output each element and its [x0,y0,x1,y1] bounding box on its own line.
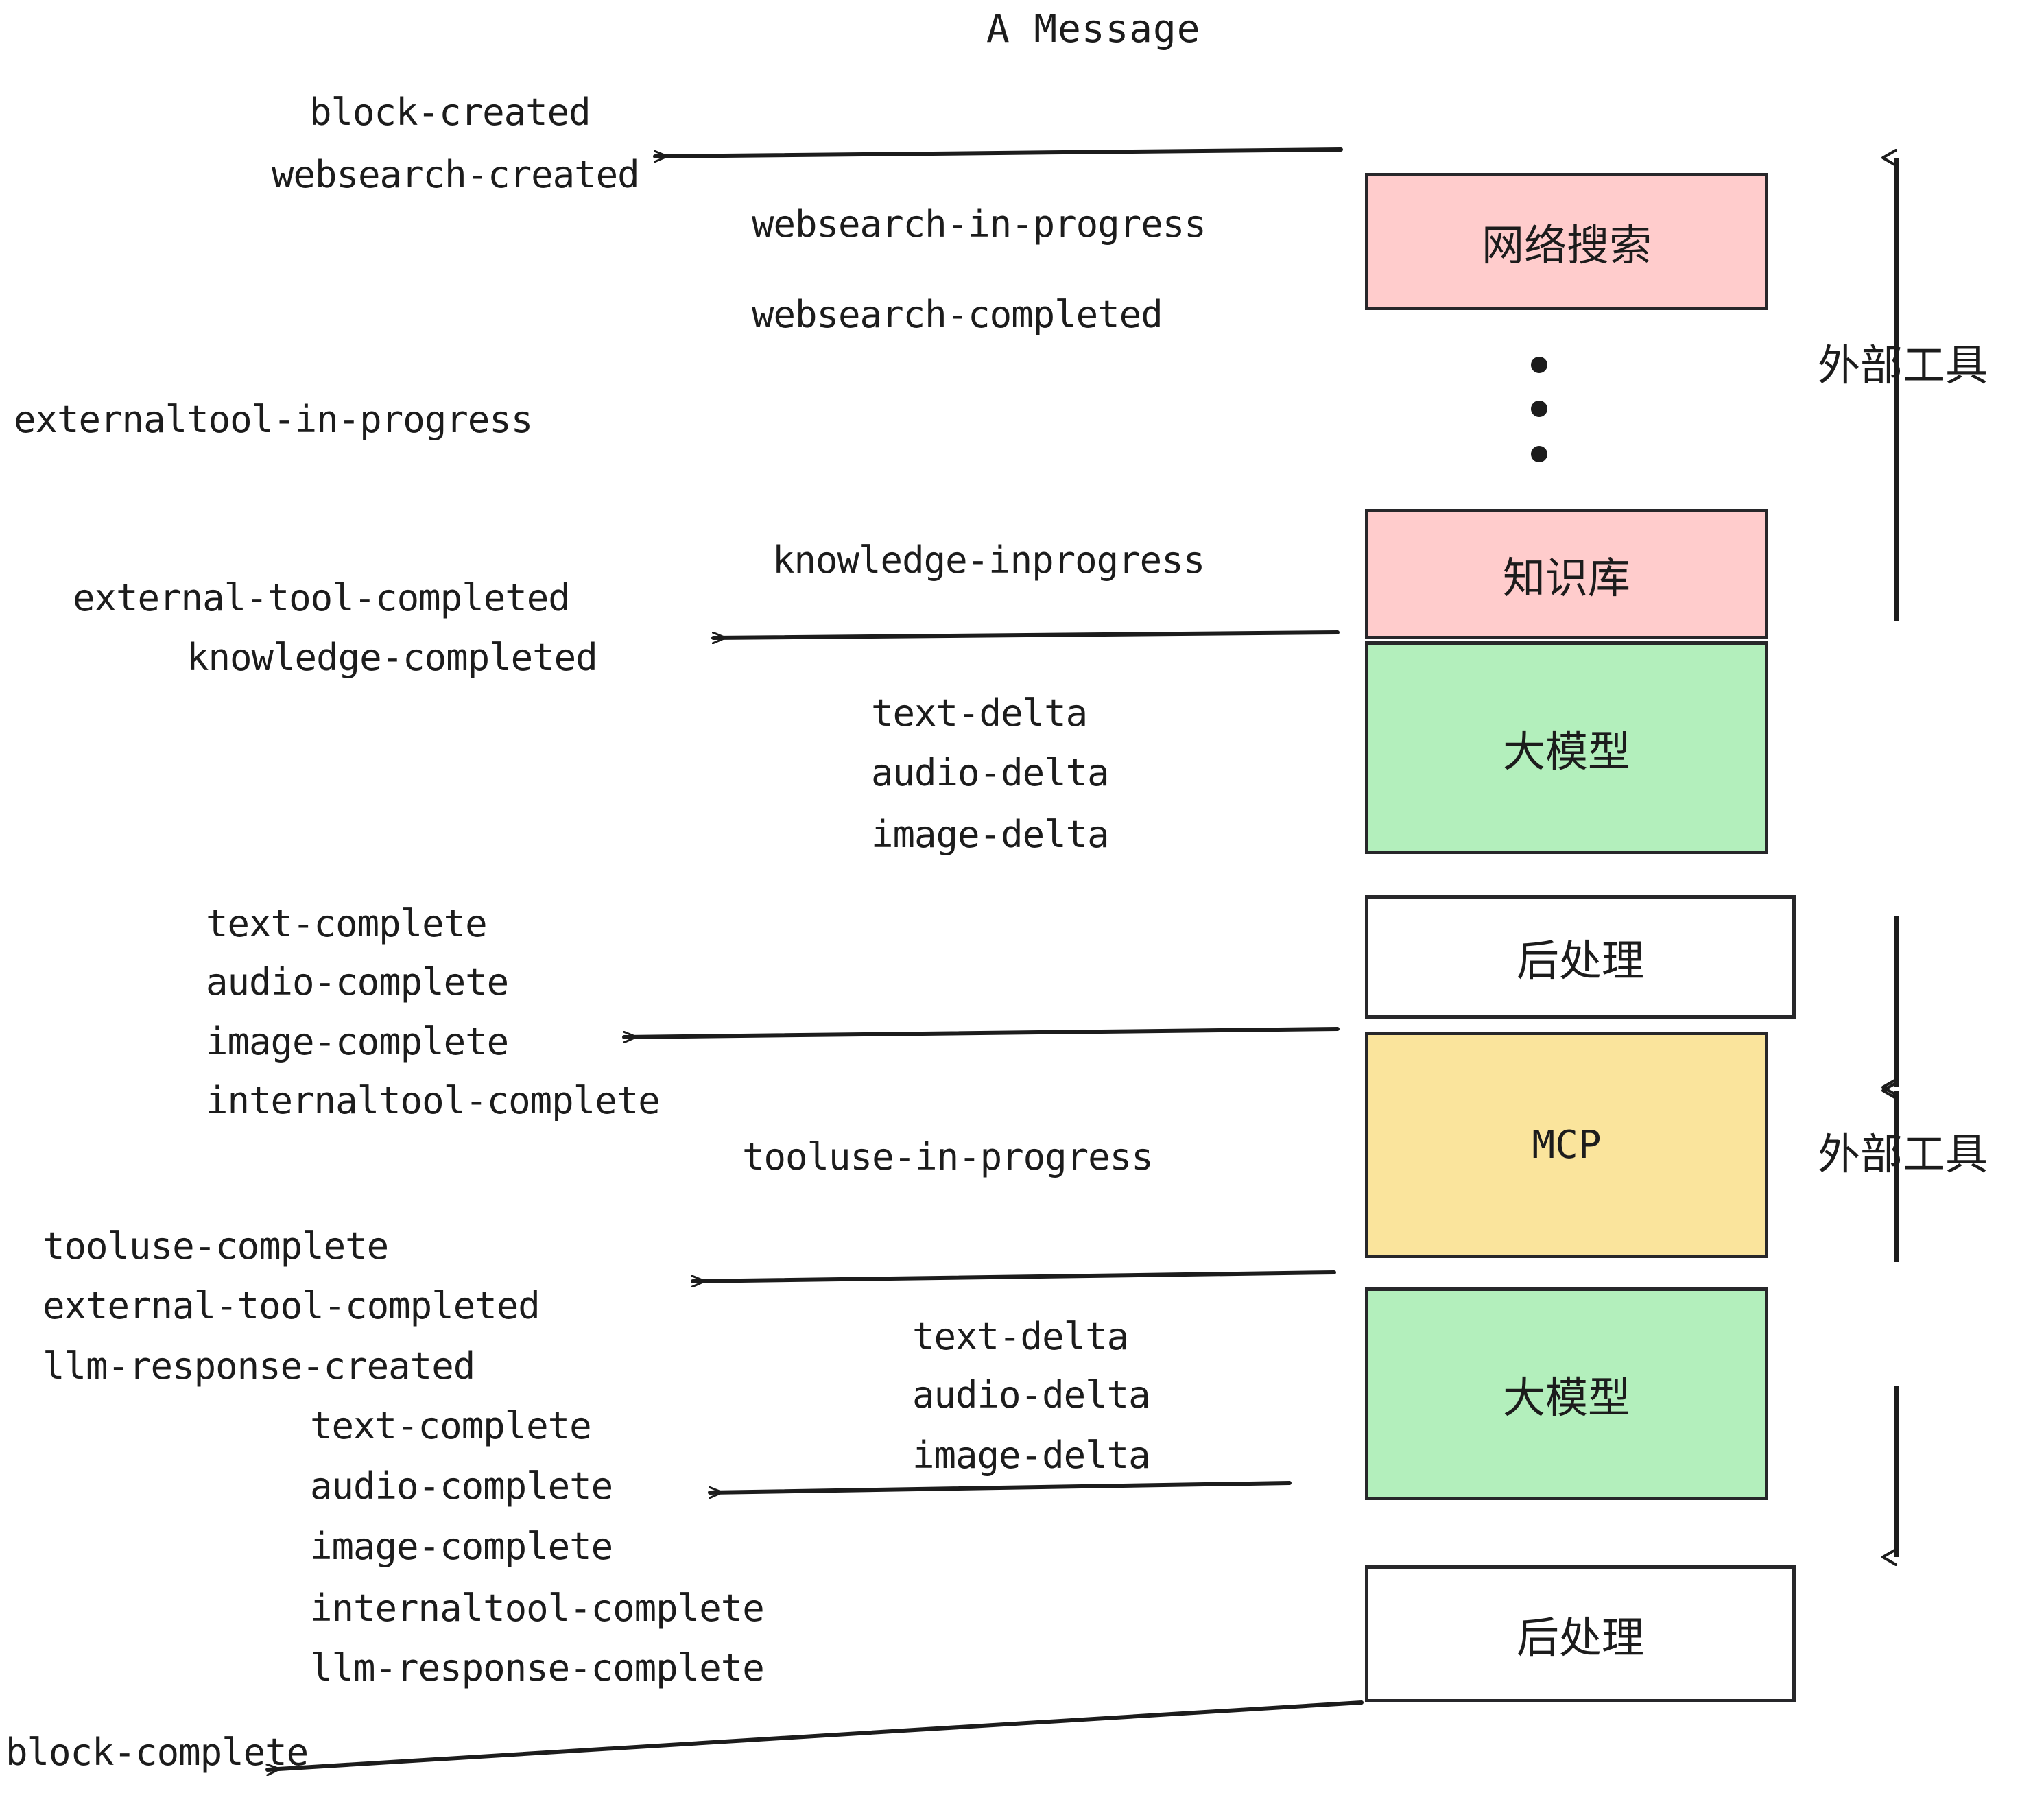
arrow-tooluse-complete [691,1270,1336,1281]
event-label-external-tool-completed-2: external-tool-completed [43,1284,540,1327]
event-label-websearch-in-progress: websearch-in-progress [752,202,1207,246]
node-label-llm-top: 大模型 [1502,726,1630,776]
event-label-knowledge-completed: knowledge-completed [187,636,598,679]
event-label-internaltool-complete-1: internaltool-complete [206,1079,661,1122]
arrow-audio-complete [708,1481,1292,1493]
node-post-bottom[interactable]: 后处理 [1365,1565,1796,1702]
event-label-audio-delta-1: audio-delta [871,751,1110,794]
event-label-externaltool-in-progress: externaltool-in-progress [14,398,533,441]
node-label-knowledge: 知识库 [1502,553,1630,603]
node-post-top[interactable]: 后处理 [1365,895,1796,1019]
event-label-audio-complete-2: audio-complete [310,1464,613,1508]
node-label-post-bottom: 后处理 [1516,1613,1644,1663]
arrow-knowledge-completed [711,630,1340,638]
ellipsis-dot-3 [1531,446,1547,462]
event-label-audio-complete-1: audio-complete [206,960,509,1004]
event-label-image-complete-1: image-complete [206,1020,509,1063]
node-label-post-top: 后处理 [1516,936,1644,986]
event-label-websearch-completed: websearch-completed [752,293,1163,336]
event-label-text-complete-2: text-complete [310,1404,592,1447]
arrow-image-complete [622,1027,1340,1037]
side-label-external-tool-bottom: 外部工具 [1818,1129,1988,1179]
event-label-block-complete: block-complete [5,1731,309,1774]
event-label-audio-delta-2: audio-delta [912,1373,1151,1416]
event-label-text-delta-1: text-delta [871,691,1088,735]
event-label-external-tool-completed-1: external-tool-completed [73,576,571,619]
ellipsis-dot-2 [1531,401,1547,417]
event-label-image-complete-2: image-complete [310,1525,613,1568]
event-label-knowledge-inprogress: knowledge-inprogress [772,538,1205,582]
event-label-image-delta-2: image-delta [912,1434,1151,1477]
node-mcp[interactable]: MCP [1365,1032,1768,1258]
arrow-block-created [653,147,1343,156]
event-label-block-created: block-created [309,91,591,134]
node-label-websearch: 网络搜索 [1481,220,1652,270]
node-label-mcp: MCP [1532,1122,1602,1167]
arrow-block-complete [265,1700,1364,1770]
node-knowledge[interactable]: 知识库 [1365,509,1768,639]
event-label-tooluse-in-progress: tooluse-in-progress [742,1135,1154,1178]
node-websearch[interactable]: 网络搜索 [1365,173,1768,310]
side-label-external-tool-top: 外部工具 [1818,340,1988,390]
event-label-image-delta-1: image-delta [871,813,1110,856]
event-label-text-complete-1: text-complete [206,902,488,945]
ellipsis-dot-1 [1531,357,1547,373]
node-llm-bottom[interactable]: 大模型 [1365,1287,1768,1500]
event-label-text-delta-2: text-delta [912,1315,1129,1358]
event-label-internaltool-complete-2: internaltool-complete [310,1587,765,1630]
node-label-llm-bottom: 大模型 [1502,1373,1630,1423]
node-llm-top[interactable]: 大模型 [1365,641,1768,854]
page-title: A Message [986,7,1201,51]
event-label-websearch-created: websearch-created [272,153,640,196]
event-label-tooluse-complete: tooluse-complete [43,1224,389,1268]
event-label-llm-response-created: llm-response-created [43,1344,475,1388]
event-label-llm-response-complete: llm-response-complete [310,1646,765,1689]
